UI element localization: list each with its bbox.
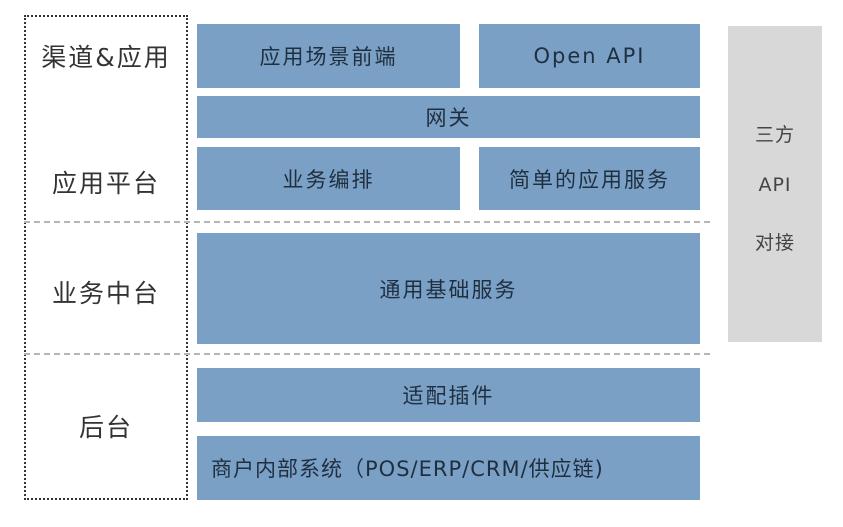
block-scene-frontend: 应用场景前端 — [197, 24, 460, 88]
block-open-api: Open API — [479, 24, 700, 88]
block-orchestration: 业务编排 — [197, 147, 460, 210]
block-simple-service: 简单的应用服务 — [479, 147, 700, 210]
side-text-line1: 三方 — [754, 124, 795, 146]
tier-label-backend: 后台 — [78, 413, 133, 442]
divider-platform-middle — [24, 221, 710, 223]
side-text-line3: 对接 — [754, 232, 795, 254]
side-panel-third-party-api — [728, 26, 822, 342]
side-text-line2: API — [758, 174, 792, 196]
tier-label-platform: 应用平台 — [51, 169, 160, 198]
divider-middle-backend — [24, 353, 710, 355]
block-internal-systems: 商户内部系统（POS/ERP/CRM/供应链) — [197, 436, 700, 500]
block-adapter: 适配插件 — [197, 368, 700, 422]
block-gateway: 网关 — [197, 96, 700, 138]
tier-label-channel: 渠道&应用 — [41, 43, 171, 72]
block-common-service: 通用基础服务 — [197, 233, 700, 344]
tier-label-column — [24, 15, 188, 500]
tier-label-middle: 业务中台 — [51, 279, 160, 308]
